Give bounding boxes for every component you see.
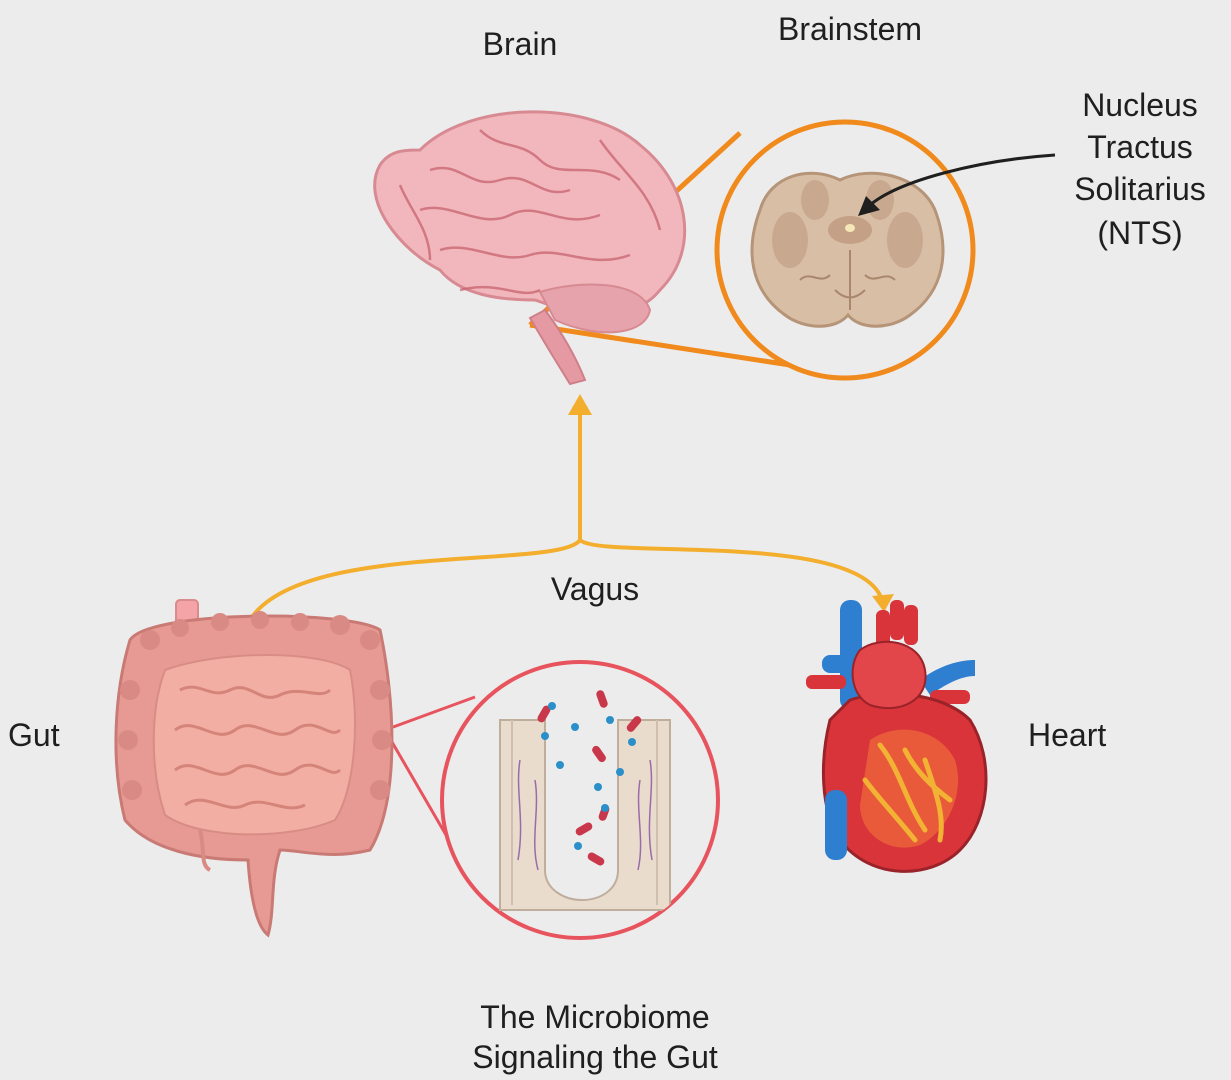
brain-label: Brain bbox=[470, 23, 570, 65]
gut-zoom-circle bbox=[442, 662, 718, 938]
nts-label-line3: Solitarius bbox=[1050, 168, 1230, 210]
gut-icon bbox=[116, 600, 392, 935]
arrowhead-brain bbox=[568, 394, 592, 415]
heart-icon bbox=[806, 600, 986, 871]
vagus-label: Vagus bbox=[520, 568, 670, 610]
nts-label-line4: (NTS) bbox=[1050, 212, 1230, 254]
brainstem-label: Brainstem bbox=[755, 8, 945, 50]
nts-label-line1: Nucleus bbox=[1050, 84, 1230, 126]
gut-label: Gut bbox=[8, 714, 60, 756]
nts-label-line2: Tractus bbox=[1050, 126, 1230, 168]
brainstem-section-icon bbox=[752, 173, 943, 326]
microbiome-label-line1: The Microbiome bbox=[420, 996, 770, 1038]
microbiome-label-line2: Signaling the Gut bbox=[420, 1036, 770, 1078]
heart-label: Heart bbox=[1028, 714, 1106, 756]
